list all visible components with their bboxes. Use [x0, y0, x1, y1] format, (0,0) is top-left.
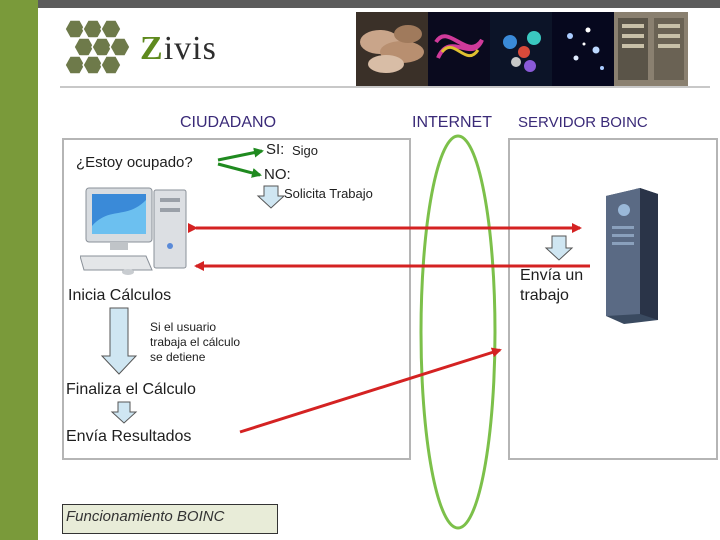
server-panel: [508, 138, 718, 460]
down-arrow-server: [544, 235, 574, 261]
star-cluster-image: [552, 12, 614, 86]
column-title-citizen: CIUDADANO: [180, 114, 277, 131]
hands-stack-image: [356, 12, 428, 86]
yes-detail: Sigo: [292, 143, 319, 158]
top-accent-bar: [38, 0, 720, 8]
pause-note: Si el usuario trabaja el cálculo se deti…: [150, 320, 241, 364]
citizen-panel: [62, 138, 411, 460]
send-work-label: Envía un trabajo: [520, 267, 584, 304]
caption-box: [62, 504, 278, 534]
header-divider: [60, 86, 710, 88]
column-title-internet: INTERNET: [412, 114, 492, 131]
tower-server-icon: [606, 188, 658, 324]
no-branch-arrow: [217, 162, 262, 178]
request-work-label: Solicita Trabajo: [284, 186, 373, 201]
brand-name: Zivis: [140, 30, 217, 67]
yes-label: SI:: [266, 141, 285, 158]
no-label: NO:: [264, 166, 291, 183]
protein-structure-image: [428, 12, 490, 86]
hexagon-cluster-icon: [64, 19, 131, 75]
side-accent-bar: [0, 0, 38, 540]
desktop-computer-icon: [80, 187, 187, 275]
yes-branch-arrow: [217, 147, 264, 162]
send-results-arrow: [239, 347, 502, 434]
finish-calc-label: Finaliza el Cálculo: [66, 381, 196, 398]
send-results-label: Envía Resultados: [66, 428, 192, 445]
diagram-caption: Funcionamiento BOINC: [66, 508, 225, 525]
busy-question: ¿Estoy ocupado?: [76, 154, 193, 171]
column-title-server: SERVIDOR BOINC: [518, 114, 648, 131]
down-arrow-request: [256, 185, 286, 209]
server-rack-image: [614, 12, 688, 86]
down-arrow-finish: [110, 401, 138, 424]
start-calc-label: Inicia Cálculos: [68, 287, 172, 304]
molecule-image: [490, 12, 552, 86]
internet-ellipse: [419, 134, 497, 530]
down-arrow-calc: [100, 307, 138, 375]
